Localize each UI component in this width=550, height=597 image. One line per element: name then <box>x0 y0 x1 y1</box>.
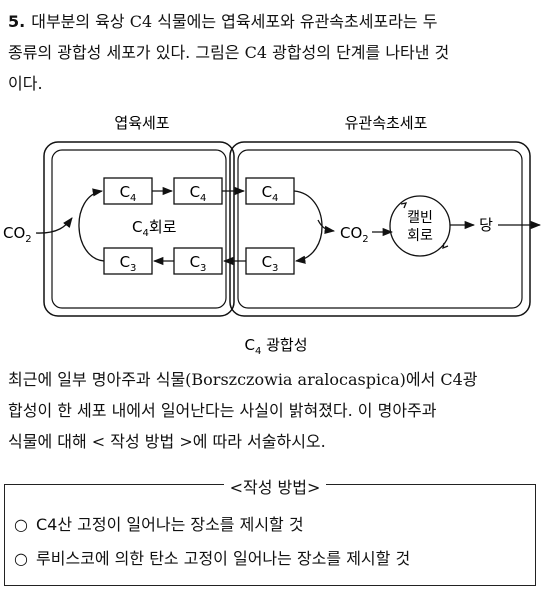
c4-box-1 <box>103 177 153 205</box>
co2-mid-label: CO2 <box>340 224 369 245</box>
writing-method-box <box>4 484 536 586</box>
question-number: 5. <box>8 12 26 31</box>
question-line-3: 이다. <box>8 74 43 93</box>
calvin-label-1: 캘빈 <box>407 210 433 226</box>
question-line-1: 5.대부분의 육상 C4 식물에는 엽육세포와 유관속초세포라는 두 <box>8 12 438 31</box>
bundle-sheath-cell-outer <box>229 141 531 317</box>
c4-photosynthesis-diagram: 엽육세포 유관속초세포 C4 C4 C4 C3 C3 C3 캘빈 회로 당 CO… <box>3 114 542 357</box>
c3-box-2 <box>173 247 223 275</box>
bundle-sheath-cell-label: 유관속초세포 <box>345 114 428 132</box>
paragraph-line-3: 식물에 대해 < 작성 방법 >에 따라 서술하시오. <box>8 432 326 451</box>
co2-in-label: CO2 <box>3 224 32 245</box>
bullet-icon: ○ <box>14 549 28 568</box>
body-paragraph: 최근에 일부 명아주과 식물(Borszczowia aralocaspica)… <box>8 364 540 457</box>
method-item-2: ○루비스코에 의한 탄소 고정이 일어나는 장소를 제시할 것 <box>14 549 411 568</box>
arrow-co2-in <box>35 217 73 234</box>
diagram-caption: C4 광합성 <box>244 336 307 357</box>
paragraph-line-1: 최근에 일부 명아주과 식물(Borszczowia aralocaspica)… <box>8 370 478 389</box>
calvin-label-2: 회로 <box>407 228 433 244</box>
bundle-sheath-cell-inner <box>237 149 523 309</box>
mesophyll-cell-label: 엽육세포 <box>114 114 169 132</box>
arrow-to-co2-mid <box>317 219 336 234</box>
c4-cycle-label: C4회로 <box>132 218 177 239</box>
c4-box-2 <box>173 177 223 205</box>
arrow-c3-to-c4-curve <box>78 188 105 262</box>
sugar-label: 당 <box>479 216 493 234</box>
paragraph-line-2: 합성이 한 세포 내에서 일어난다는 사실이 밝혀졌다. 이 명아주과 <box>8 401 437 420</box>
writing-method-title: <작성 방법> <box>0 474 550 498</box>
mesophyll-cell-inner <box>51 149 227 309</box>
question-text: 5.대부분의 육상 C4 식물에는 엽육세포와 유관속초세포라는 두 종류의 광… <box>8 6 540 99</box>
question-line-2: 종류의 광합성 세포가 있다. 그림은 C4 광합성의 단계를 나타낸 것 <box>8 43 450 62</box>
calvin-cycle-circle <box>389 195 451 257</box>
method-item-1: ○C4산 고정이 일어나는 장소를 제시할 것 <box>14 515 304 534</box>
arrow-c4-release-curve <box>293 190 323 264</box>
mesophyll-cell-outer <box>43 141 235 317</box>
bullet-icon: ○ <box>14 515 28 534</box>
